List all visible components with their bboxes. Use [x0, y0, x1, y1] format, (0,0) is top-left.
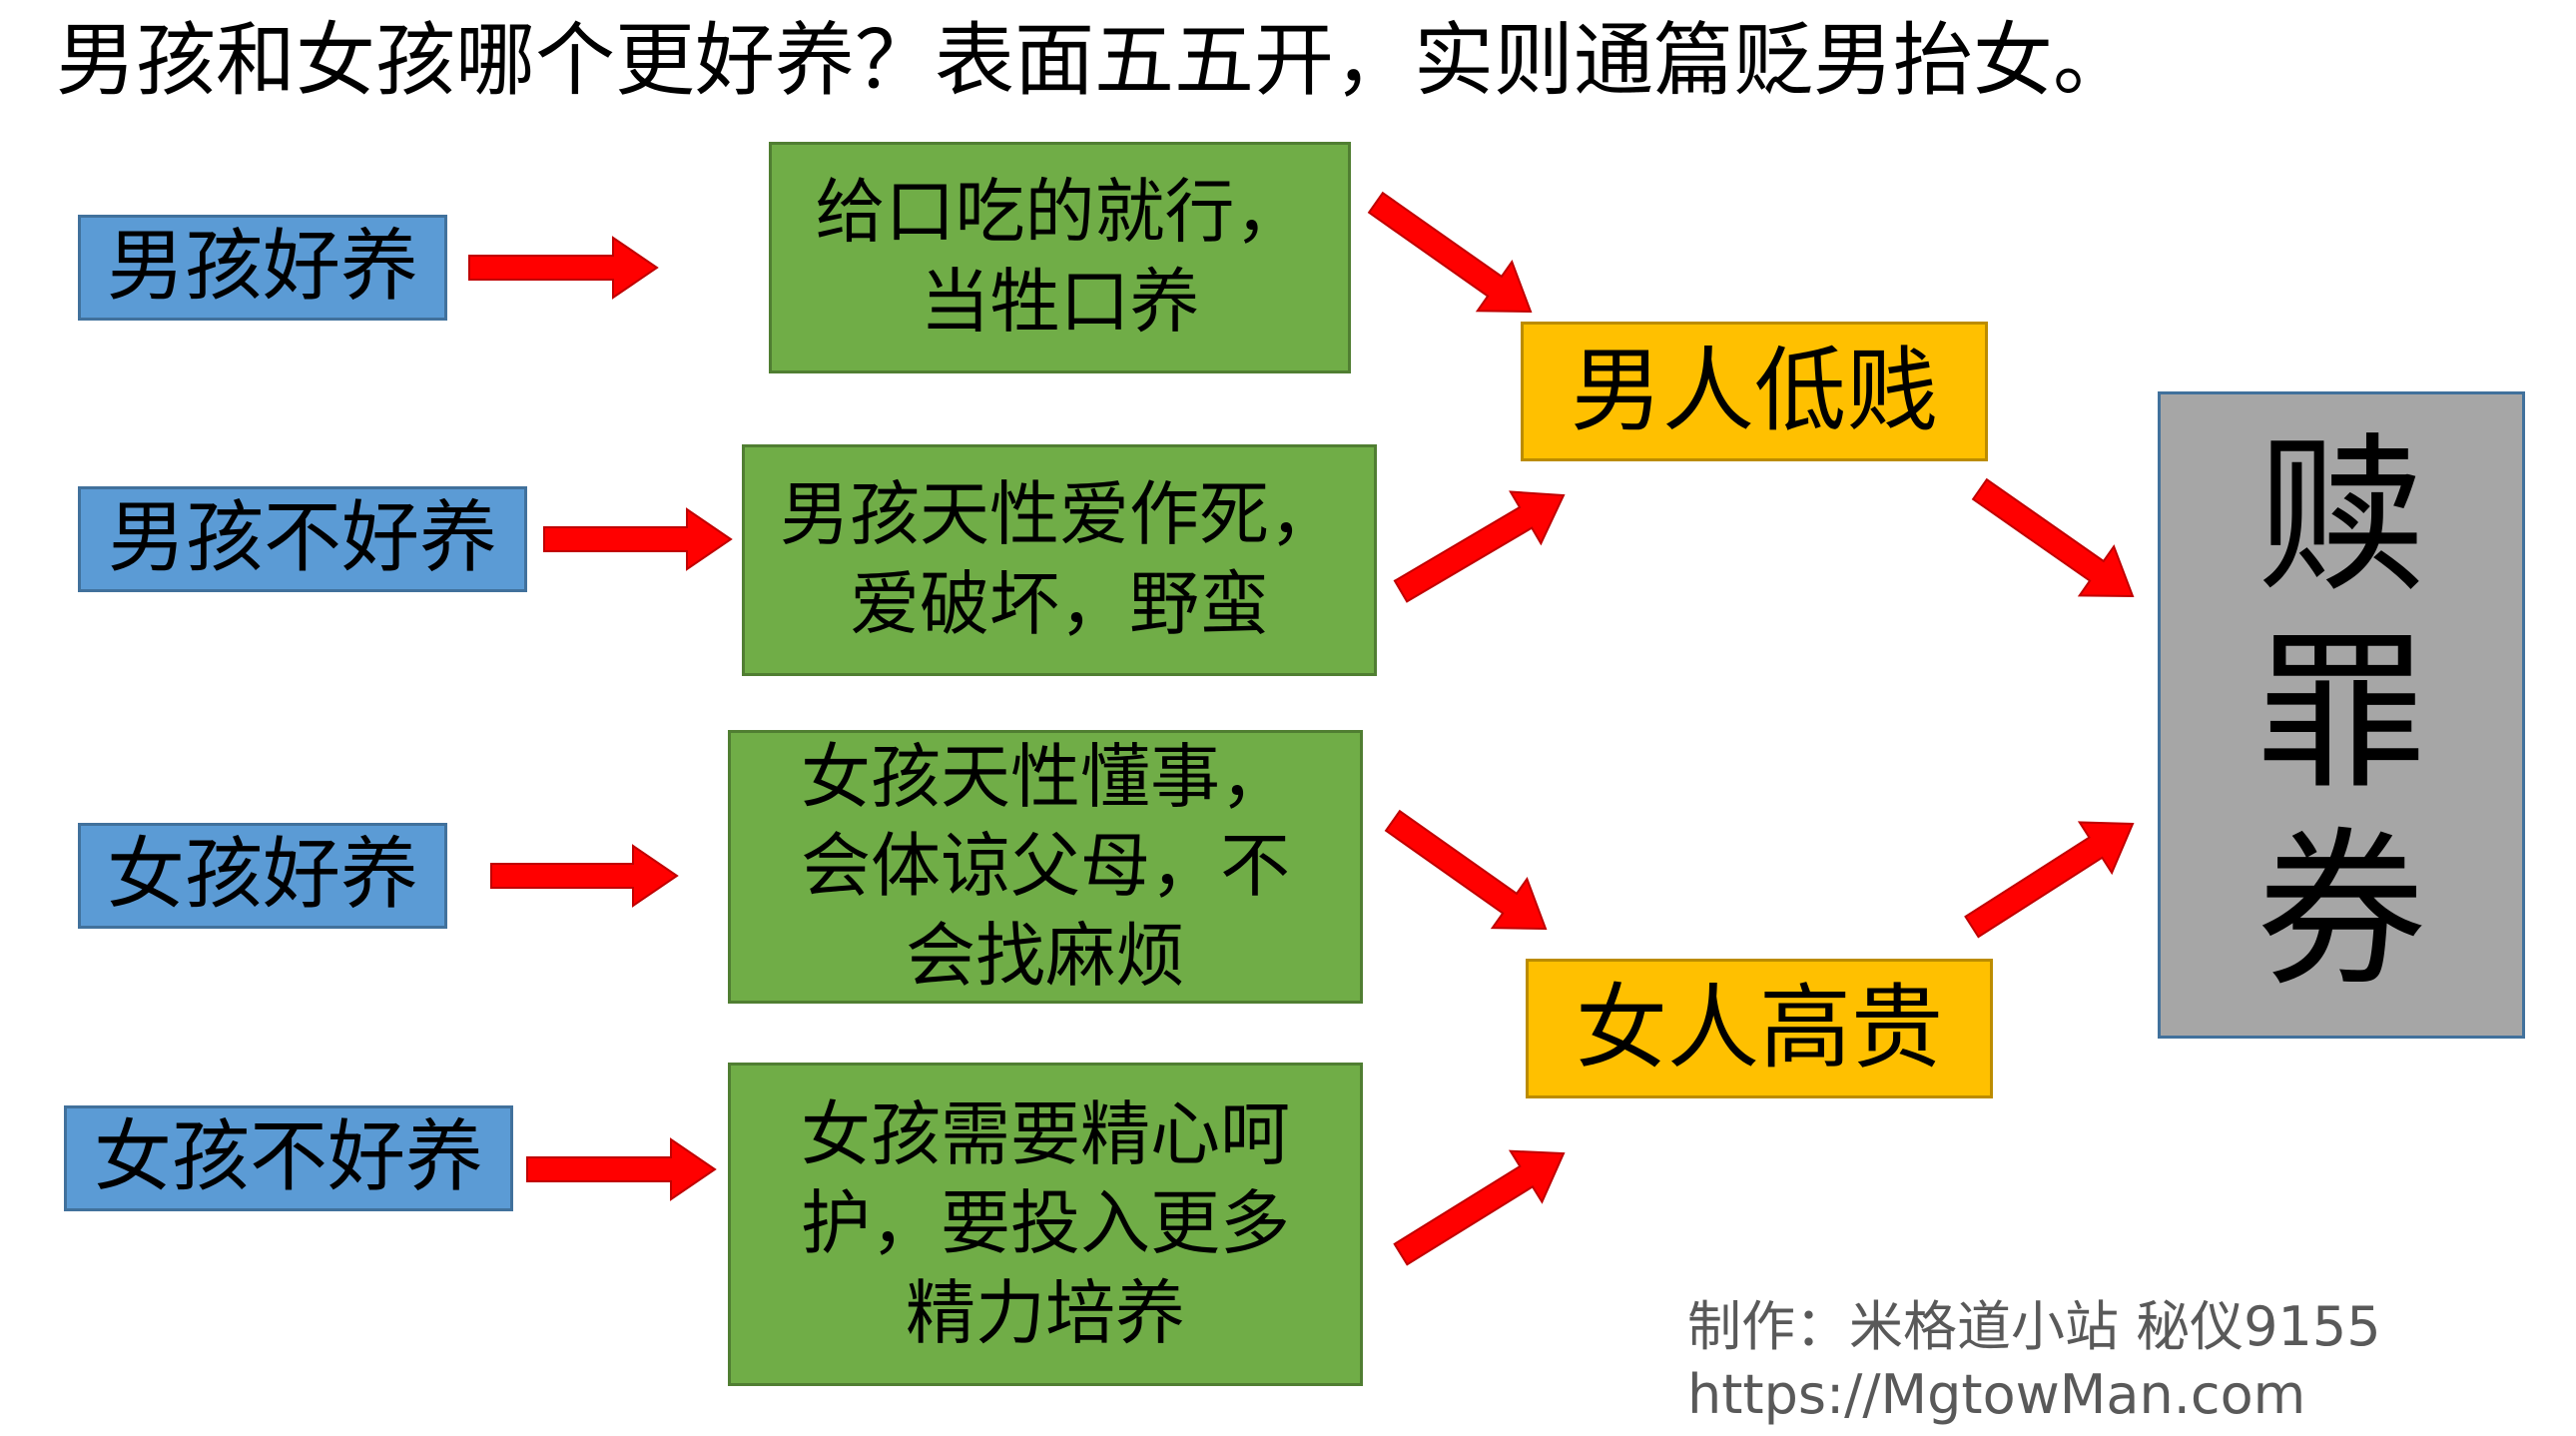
- credit-line-1: 制作：米格道小站 秘仪9155: [1687, 1295, 2381, 1358]
- arrow-girl-easy-to-reason: [490, 844, 679, 908]
- arrow-girl-hard-to-reason: [526, 1137, 717, 1201]
- arrow-boy-easy-to-reason: [468, 236, 659, 300]
- box-girl-easy: 女孩好养: [78, 823, 447, 929]
- box-boy-hard-reason: 男孩天性爱作死， 爱破坏，野蛮: [742, 444, 1377, 676]
- box-boy-easy-reason-text: 给口吃的就行， 当牲口养: [815, 171, 1305, 343]
- box-girl-easy-reason-text: 女孩天性懂事， 会体谅父母，不 会找麻烦: [801, 735, 1290, 997]
- box-boy-hard: 男孩不好养: [78, 486, 527, 592]
- box-boy-easy-label: 男孩好养: [106, 222, 418, 313]
- box-boy-easy: 男孩好养: [78, 215, 447, 321]
- box-girl-hard: 女孩不好养: [64, 1105, 513, 1211]
- arrow-reason3-to-women: [1384, 809, 1548, 931]
- box-women-noble: 女人高贵: [1526, 959, 1993, 1098]
- arrow-reason1-to-men: [1367, 191, 1533, 314]
- arrow-women-to-indulgence: [1964, 821, 2135, 939]
- arrow-reason2-to-men: [1393, 490, 1566, 603]
- box-boy-hard-label: 男孩不好养: [107, 493, 497, 584]
- diagram-title: 男孩和女孩哪个更好养？表面五五开，实则通篇贬男抬女。: [56, 14, 2133, 107]
- box-women-noble-label: 女人高贵: [1575, 975, 1943, 1082]
- arrow-reason4-to-women: [1393, 1149, 1566, 1266]
- box-girl-hard-label: 女孩不好养: [93, 1112, 483, 1203]
- box-indulgence: 赎 罪 券: [2158, 391, 2525, 1039]
- box-indulgence-label: 赎 罪 券: [2255, 418, 2426, 1011]
- box-boy-hard-reason-text: 男孩天性爱作死， 爱破坏，野蛮: [780, 473, 1339, 645]
- box-boy-easy-reason: 给口吃的就行， 当牲口养: [769, 142, 1351, 373]
- box-girl-easy-label: 女孩好养: [106, 830, 418, 921]
- box-men-lowly: 男人低贱: [1521, 322, 1988, 461]
- credit-line-2: https://MgtowMan.com: [1687, 1363, 2306, 1426]
- arrow-men-to-indulgence: [1971, 477, 2135, 598]
- box-girl-hard-reason-text: 女孩需要精心呵 护，要投入更多 精力培养: [801, 1092, 1290, 1354]
- box-men-lowly-label: 男人低贱: [1570, 338, 1938, 445]
- arrow-boy-hard-to-reason: [543, 507, 733, 571]
- box-girl-hard-reason: 女孩需要精心呵 护，要投入更多 精力培养: [728, 1063, 1363, 1386]
- box-girl-easy-reason: 女孩天性懂事， 会体谅父母，不 会找麻烦: [728, 730, 1363, 1004]
